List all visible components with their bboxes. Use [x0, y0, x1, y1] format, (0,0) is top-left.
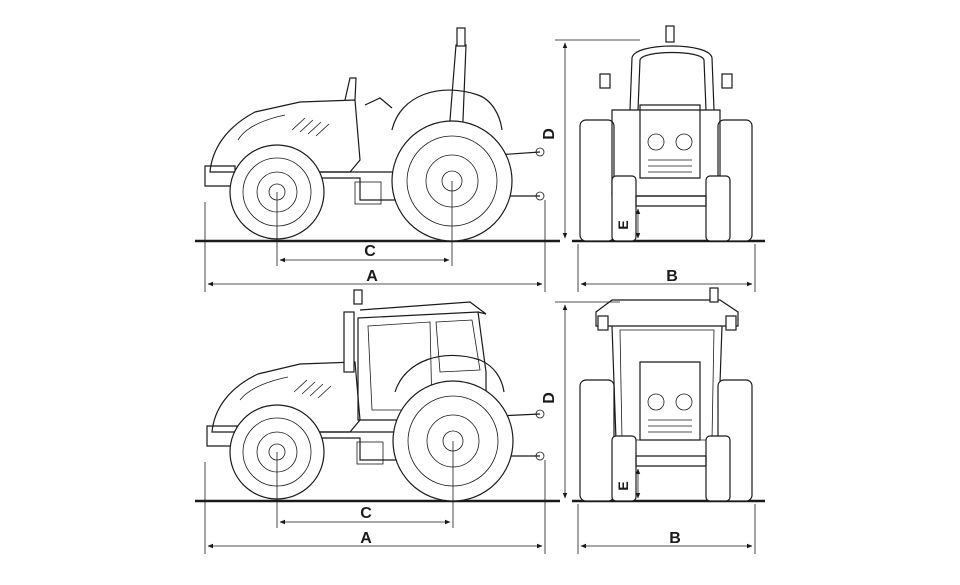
label-a-top: A — [366, 268, 378, 285]
bottom-dimension-b: B — [577, 504, 756, 554]
label-c-top: C — [364, 243, 376, 260]
label-c-bottom: C — [360, 505, 372, 522]
top-dimension-a: A — [204, 200, 546, 292]
top-front-view-open-tractor — [572, 25, 765, 243]
label-d-bottom: D — [541, 392, 558, 404]
bottom-front-view-cab-tractor — [572, 287, 765, 503]
label-e-top: E — [615, 220, 631, 229]
bottom-dimension-c: C — [276, 441, 454, 528]
bottom-side-view-cab-tractor — [195, 289, 560, 503]
label-d-top: D — [541, 128, 558, 140]
top-dimension-c: C — [276, 181, 453, 266]
label-b-bottom: B — [669, 530, 681, 547]
top-dimension-e: E — [615, 208, 641, 239]
label-b-top: B — [666, 268, 678, 285]
top-dimension-b: B — [577, 244, 756, 292]
top-side-view-open-tractor — [195, 27, 560, 243]
bottom-dimension-e: E — [615, 468, 641, 499]
label-a-bottom: A — [360, 530, 372, 547]
label-e-bottom: E — [615, 481, 631, 490]
top-dimension-d: D — [541, 39, 640, 239]
bottom-dimension-a: A — [204, 460, 546, 554]
